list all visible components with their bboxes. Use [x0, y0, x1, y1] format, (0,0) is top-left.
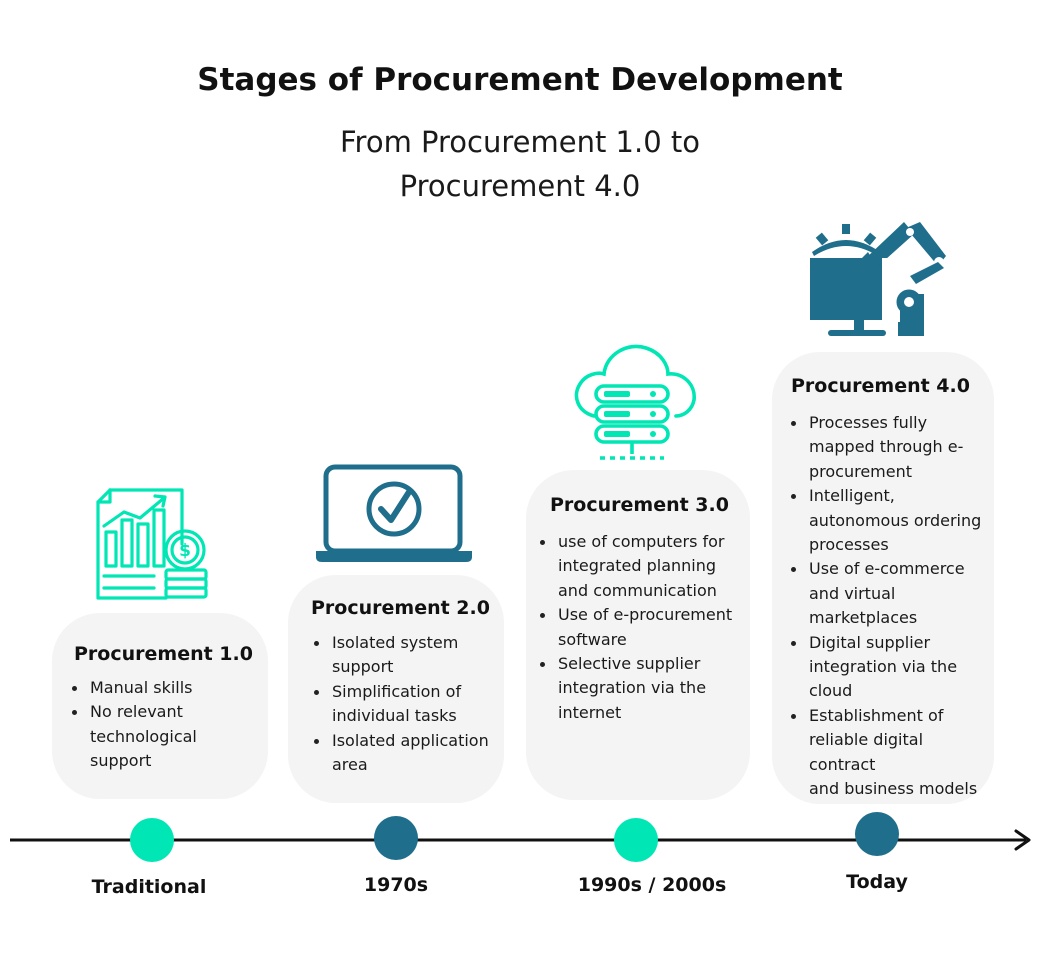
- stage-bullet: Simplification of individual tasks: [314, 680, 502, 729]
- era-label: Traditional: [91, 876, 207, 898]
- stage-card: Procurement 3.0 use of computers for int…: [526, 470, 750, 800]
- laptop-check-icon: [316, 464, 472, 562]
- robot-arm-monitor-icon: [810, 222, 946, 336]
- bullet-line: support: [90, 751, 152, 771]
- stage-bullet: Isolated system support: [314, 631, 502, 680]
- stage-bullet: Use of e-procurement software: [540, 603, 750, 652]
- era-label: 1970s: [363, 874, 429, 896]
- bullet-line: Simplification of: [332, 681, 462, 701]
- stage-bullet: Establishment of reliable digital contra…: [791, 704, 994, 802]
- bullet-line: support: [332, 657, 394, 677]
- stage-bullet: Digital supplier integration via the clo…: [791, 631, 994, 704]
- stage-card: Procurement 2.0 Isolated system support …: [288, 575, 504, 803]
- bullet-line: software: [558, 629, 627, 649]
- stage-card: Procurement 1.0 Manual skills No relevan…: [52, 613, 268, 799]
- bullet-line: Manual skills: [90, 678, 193, 697]
- bullet-line: area: [332, 755, 368, 775]
- bullet-line: internet: [558, 702, 622, 722]
- bullet-line: mapped through e-: [809, 437, 964, 457]
- bullet-line: integration via the: [809, 657, 958, 677]
- bullet-line: and virtual: [809, 583, 896, 603]
- financial-report-icon: $: [96, 488, 208, 600]
- stage-bullet: Intelligent, autonomous ordering process…: [791, 484, 994, 557]
- stage-bullet: No relevant technological support: [72, 700, 262, 773]
- bullet-line: and communication: [558, 580, 717, 600]
- bullet-line: Selective supplier: [558, 654, 701, 674]
- era-label: Today: [846, 871, 908, 893]
- bullet-line: cloud: [809, 681, 853, 701]
- bullet-line: use of computers for: [558, 532, 725, 551]
- bullet-line: Establishment of: [809, 705, 944, 725]
- page-title: Stages of Procurement Development: [197, 62, 843, 98]
- stage-card: Procurement 4.0 Processes fully mapped t…: [772, 352, 994, 804]
- stage-title: Procurement 2.0: [311, 597, 490, 619]
- timeline-marker: [374, 816, 418, 860]
- page-subtitle: From Procurement 1.0 to Procurement 4.0: [0, 120, 1040, 208]
- bullet-line: integration via the: [558, 678, 707, 698]
- bullet-line: No relevant: [90, 702, 183, 722]
- bullet-line: Intelligent,: [809, 486, 895, 506]
- stage-bullet: Selective supplier integration via the i…: [540, 652, 750, 725]
- era-label: 1990s / 2000s: [577, 874, 727, 896]
- stage-bullet-list: Processes fully mapped through e- procur…: [791, 411, 994, 802]
- stage-bullet: Use of e-commerce and virtual marketplac…: [791, 557, 994, 630]
- bullet-line: Isolated application: [332, 730, 489, 750]
- bullet-line: technological: [90, 726, 197, 746]
- cloud-server-icon: [574, 344, 696, 460]
- timeline-marker: [130, 818, 174, 862]
- bullet-line: reliable digital contract: [809, 730, 924, 774]
- stage-bullet-list: Manual skills No relevant technological …: [72, 676, 262, 774]
- bullet-line: Use of e-commerce: [809, 559, 965, 579]
- subtitle-line: From Procurement 1.0 to: [339, 125, 701, 159]
- bullet-line: Isolated system: [332, 633, 459, 652]
- stage-title: Procurement 3.0: [550, 494, 729, 516]
- bullet-line: Digital supplier: [809, 632, 931, 652]
- bullet-line: individual tasks: [332, 706, 457, 726]
- bullet-line: marketplaces: [809, 608, 918, 628]
- subtitle-line: Procurement 4.0: [399, 169, 641, 203]
- stage-bullet: Processes fully mapped through e- procur…: [791, 411, 994, 484]
- bullet-line: integrated planning: [558, 556, 717, 576]
- bullet-line: and business models: [809, 779, 978, 799]
- timeline-marker: [614, 818, 658, 862]
- timeline-marker: [855, 812, 899, 856]
- stage-bullet: Manual skills: [72, 676, 262, 700]
- stage-bullet: use of computers for integrated planning…: [540, 530, 750, 603]
- stage-bullet-list: Isolated system support Simplification o…: [314, 631, 502, 777]
- bullet-line: procurement: [809, 461, 913, 481]
- stage-title: Procurement 1.0: [74, 643, 253, 665]
- stage-title: Procurement 4.0: [791, 375, 970, 397]
- bullet-line: Use of e-procurement: [558, 605, 733, 625]
- svg-text:$: $: [179, 541, 191, 561]
- bullet-line: Processes fully: [809, 413, 928, 432]
- bullet-line: processes: [809, 535, 889, 555]
- stage-bullet-list: use of computers for integrated planning…: [540, 530, 750, 725]
- bullet-line: autonomous ordering: [809, 510, 982, 530]
- stage-bullet: Isolated application area: [314, 729, 502, 778]
